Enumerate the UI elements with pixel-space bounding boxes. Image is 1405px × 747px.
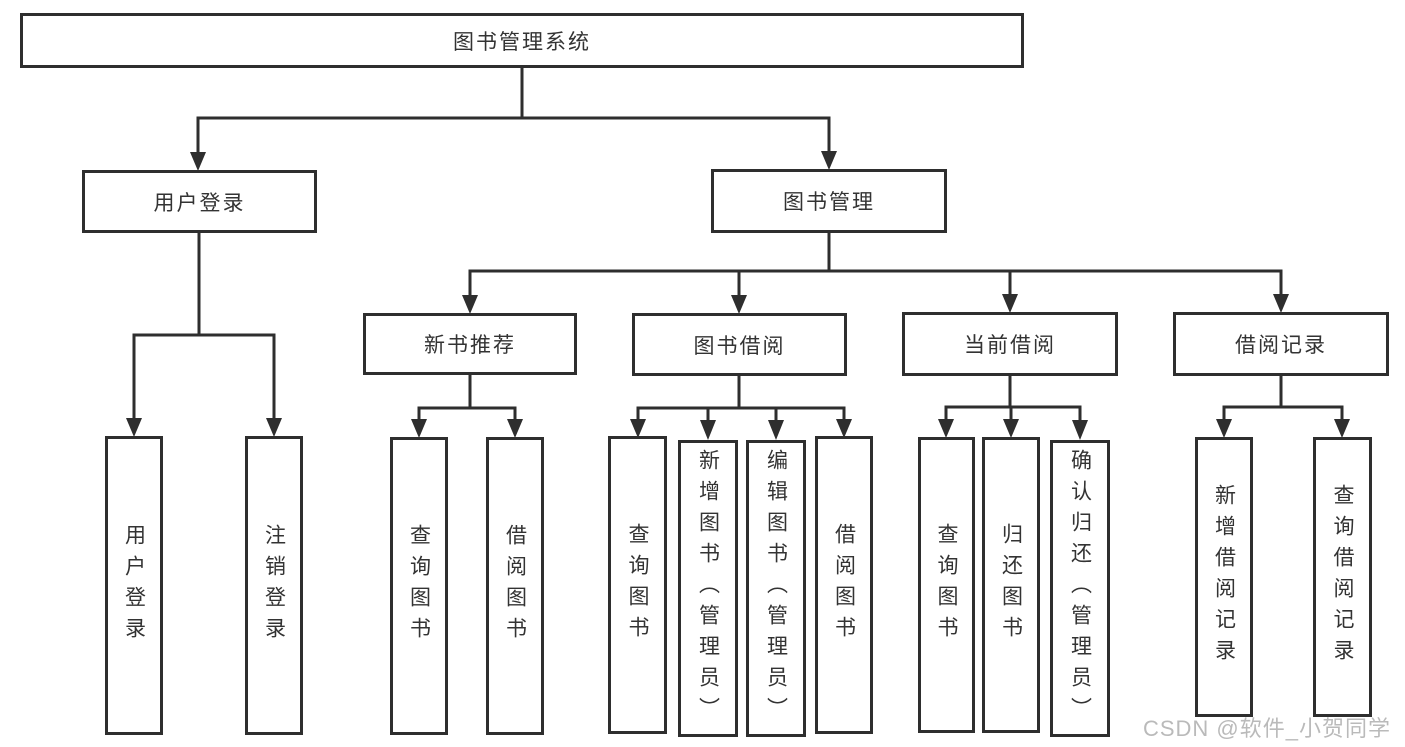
node-borrowing-records: 借阅记录 [1173, 312, 1389, 376]
node-label: 注销登录 [262, 523, 286, 648]
node-book-borrowing: 图书借阅 [632, 313, 847, 376]
leaf-borrow-books-recommend: 借阅图书 [486, 437, 544, 735]
node-user-login: 用户登录 [82, 170, 317, 233]
node-label: 用户登录 [153, 191, 246, 215]
node-label: 确认归还（管理员） [1068, 449, 1092, 728]
node-label: 新增图书（管理员） [696, 449, 720, 728]
node-label: 查询图书 [935, 523, 958, 647]
node-label: 查询图书 [407, 524, 431, 648]
node-label: 查询图书 [626, 523, 649, 647]
node-label: 图书管理 [783, 191, 875, 214]
leaf-query-books-borrow: 查询图书 [608, 436, 667, 734]
leaf-user-login: 用户登录 [105, 436, 163, 735]
node-label: 编辑图书（管理员） [764, 449, 788, 728]
leaf-return-books: 归还图书 [982, 437, 1040, 733]
node-current-borrowing: 当前借阅 [902, 312, 1118, 376]
node-book-management: 图书管理 [711, 169, 947, 233]
leaf-query-borrow-record: 查询借阅记录 [1313, 437, 1372, 717]
node-label: 借阅图书 [832, 523, 856, 647]
node-label: 当前借阅 [964, 334, 1056, 357]
leaf-add-books-admin: 新增图书（管理员） [678, 440, 738, 737]
leaf-logout: 注销登录 [245, 436, 303, 735]
leaf-query-books-current: 查询图书 [918, 437, 975, 733]
node-label: 用户登录 [122, 523, 146, 648]
leaf-edit-books-admin: 编辑图书（管理员） [746, 440, 806, 737]
node-label: 查询借阅记录 [1331, 484, 1354, 670]
node-label: 图书借阅 [693, 334, 786, 358]
node-label: 新书推荐 [424, 334, 516, 357]
csdn-watermark: CSDN @软件_小贺同学 [1142, 716, 1391, 741]
leaf-borrow-books: 借阅图书 [815, 436, 873, 734]
node-label: 新增借阅记录 [1212, 484, 1236, 670]
node-label: 图书管理系统 [453, 30, 591, 54]
leaf-query-books-recommend: 查询图书 [390, 437, 448, 735]
node-new-book-recommendation: 新书推荐 [363, 313, 577, 375]
node-library-management-system: 图书管理系统 [20, 13, 1024, 68]
node-label: 归还图书 [999, 523, 1023, 647]
node-label: 借阅图书 [503, 524, 527, 648]
leaf-confirm-return-admin: 确认归还（管理员） [1050, 440, 1110, 737]
node-label: 借阅记录 [1235, 334, 1327, 357]
leaf-add-borrow-record: 新增借阅记录 [1195, 437, 1253, 717]
